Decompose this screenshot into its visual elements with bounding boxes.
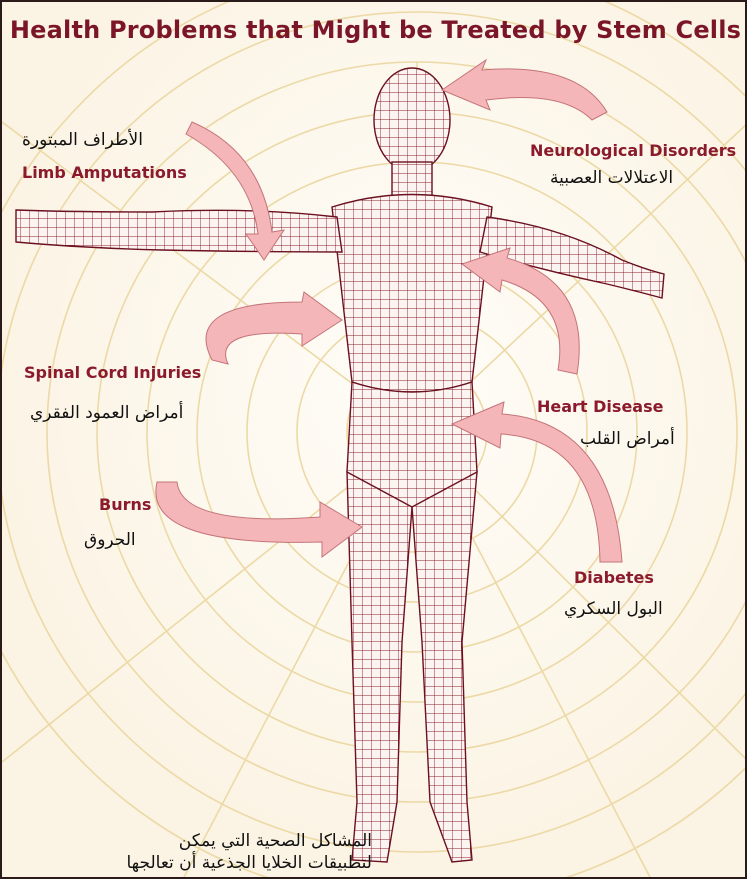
neuro-label-ar: الاعتلالات العصبية: [550, 168, 673, 188]
diabetes-label-ar: البول السكري: [564, 599, 663, 619]
burns-label-ar: الحروق: [84, 530, 136, 550]
caption-line-1: المشاكل الصحية التي يمكن: [42, 830, 372, 852]
arabic-caption: المشاكل الصحية التي يمكن لتطبيقات الخلاي…: [42, 830, 372, 874]
spinal-label-en: Spinal Cord Injuries: [24, 363, 201, 382]
heart-label-en: Heart Disease: [537, 397, 663, 416]
heart-label-ar: أمراض القلب: [580, 429, 675, 449]
neuro-label-en: Neurological Disorders: [530, 141, 736, 160]
caption-line-2: لتطبيقات الخلايا الجذعية أن تعالجها: [42, 852, 372, 874]
diabetes-label-en: Diabetes: [574, 568, 654, 587]
spinal-label-ar: أمراض العمود الفقري: [30, 403, 183, 423]
diagram-title: Health Problems that Might be Treated by…: [2, 16, 747, 44]
limb-label-ar: الأطراف المبتورة: [22, 130, 143, 150]
burns-label-en: Burns: [99, 495, 151, 514]
limb-label-en: Limb Amputations: [22, 163, 187, 182]
